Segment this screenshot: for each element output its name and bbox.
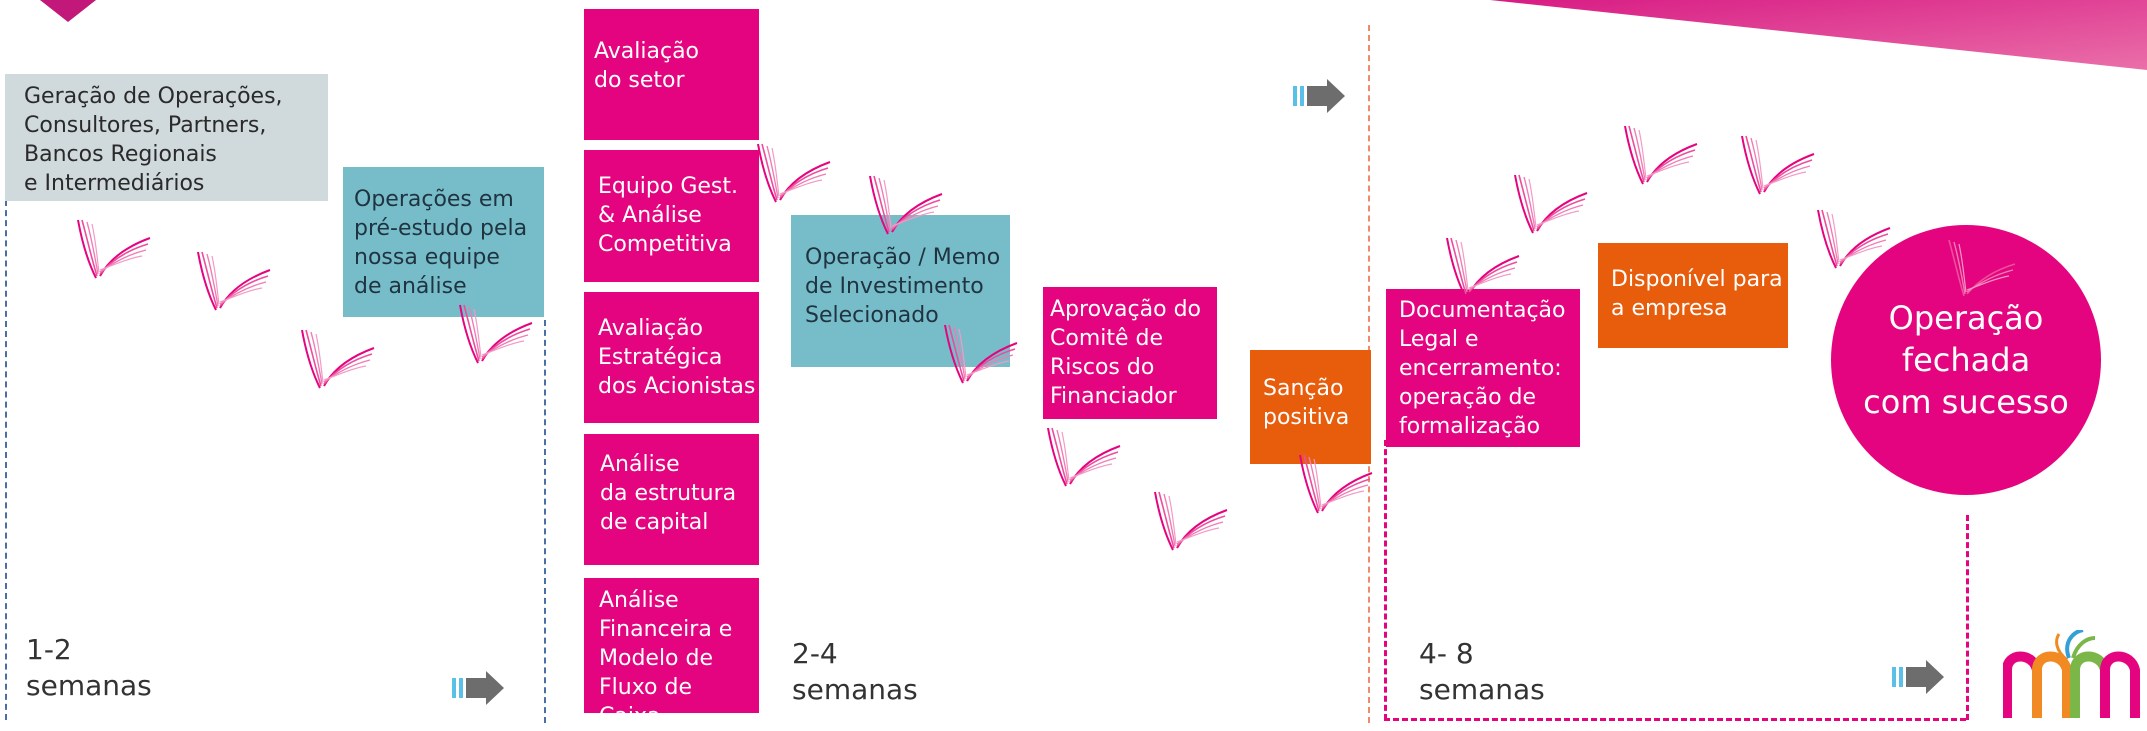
wing-icon — [1154, 491, 1228, 551]
investment-memo-box: Operação / Memo de Investimento Selecion… — [791, 215, 1010, 367]
wing-icon — [1741, 135, 1815, 195]
team-analysis-box: Equipo Gest. & Análise Competitiva — [584, 150, 759, 282]
wing-icon — [944, 324, 1018, 384]
next-arrow-icon — [1892, 660, 1944, 694]
wing-icon — [1446, 237, 1520, 297]
wing-icon — [77, 219, 151, 279]
wing-icon — [1624, 125, 1698, 185]
wing-icon — [869, 175, 943, 235]
pre-study-box: Operações em pré-estudo pela nossa equip… — [343, 167, 544, 317]
wing-icon — [1514, 174, 1588, 234]
phase3-bottom-line — [1384, 718, 1966, 721]
phase3-right-line — [1966, 515, 1969, 720]
top-right-banner — [1490, 0, 2147, 70]
phase3-left-line — [1384, 440, 1387, 720]
wing-icon — [1944, 239, 2018, 299]
phase1-right-line — [544, 320, 546, 723]
committee-approval-box: Aprovação do Comitê de Riscos do Financi… — [1043, 287, 1217, 419]
financial-analysis-box: Análise Financeira e Modelo de Fluxo de … — [584, 578, 759, 729]
wing-icon — [301, 329, 375, 389]
top-left-marker — [40, 0, 96, 22]
next-arrow-icon — [1293, 79, 1345, 113]
wing-icon — [1299, 454, 1373, 514]
phase1-left-line — [5, 200, 7, 720]
capital-structure-box: Análise da estrutura de capital — [584, 434, 759, 565]
next-arrow-icon — [452, 671, 504, 705]
sector-evaluation-box: Avaliação do setor — [584, 9, 759, 140]
origination-box: Geração de Operações, Consultores, Partn… — [5, 74, 328, 201]
available-box: Disponível para a empresa — [1598, 243, 1788, 348]
documentation-box: Documentação Legal e encerramento: opera… — [1386, 289, 1580, 447]
wing-icon — [197, 251, 271, 311]
wing-icon — [459, 304, 533, 364]
phase1-duration: 1-2 semanas — [26, 633, 152, 702]
phase2-duration: 2-4 semanas — [792, 637, 918, 706]
wing-icon — [1047, 427, 1121, 487]
shareholder-evaluation-box: Avaliação Estratégica dos Acionistas — [584, 292, 759, 423]
sanction-box: Sanção positiva — [1250, 350, 1371, 464]
phase3-duration: 4- 8 semanas — [1419, 637, 1545, 706]
closed-success-circle: Operação fechada com sucesso — [1831, 225, 2101, 495]
logo-mm — [2003, 630, 2140, 718]
wing-icon — [757, 143, 831, 203]
wing-icon — [1817, 209, 1891, 269]
